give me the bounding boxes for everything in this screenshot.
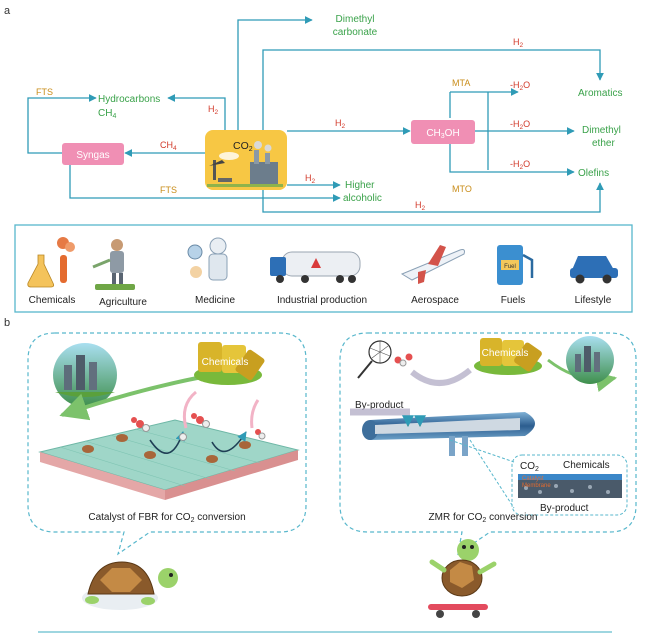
svg-text:H2: H2 (513, 37, 524, 49)
inset-chemicals-label: Chemicals (563, 460, 610, 471)
process-mto: MTO (452, 184, 472, 194)
methanol-node: CH3OH (411, 120, 475, 144)
product-dimethyl-carbonate-2: carbonate (333, 27, 378, 38)
process-mta: MTA (452, 78, 470, 88)
flow-network (27, 16, 604, 213)
flask-icon (27, 237, 75, 288)
product-higher-alcoholic-2: alcoholic (343, 193, 382, 204)
application-label-medicine: Medicine (195, 295, 235, 306)
inset-co2-label: CO2 (520, 461, 539, 473)
fuel-pump-icon: Fuel (497, 245, 534, 285)
svg-text:-H2O: -H2O (510, 159, 530, 171)
farmer-icon (92, 239, 135, 290)
inset-membrane-label: Membrane (522, 483, 551, 489)
panel-b-label: b (4, 317, 10, 329)
product-dimethyl-ether-2: ether (592, 138, 615, 149)
product-hydrocarbons: Hydrocarbons (98, 94, 160, 105)
svg-text:H2: H2 (415, 200, 426, 212)
svg-text:H2: H2 (208, 104, 219, 116)
application-label-aerospace: Aerospace (411, 295, 459, 306)
product-olefins: Olefins (578, 168, 609, 179)
airplane-icon (400, 245, 465, 284)
right-caption: ZMR for CO2 conversion (429, 512, 538, 524)
co2-plant-icon: CO2 (205, 130, 287, 190)
membrane-tube-icon (362, 412, 535, 456)
svg-text:-H2O: -H2O (510, 119, 530, 131)
application-label-lifestyle: Lifestyle (575, 295, 612, 306)
panel-a-label: a (4, 5, 11, 17)
svg-text:CH4: CH4 (160, 140, 177, 152)
left-speech-bubble (27, 332, 307, 556)
product-aromatics: Aromatics (578, 88, 622, 99)
right-globe-icon (566, 336, 614, 384)
svg-text:H2: H2 (335, 118, 346, 130)
globe-city-icon (53, 343, 117, 407)
catalyst-surface-icon (38, 390, 300, 500)
left-chemicals-label: Chemicals (202, 357, 249, 368)
tanker-truck-icon (270, 251, 361, 283)
inset-catalyst-label: Catalyst (522, 476, 544, 482)
right-chemicals-label: Chemicals (482, 348, 529, 359)
process-fts-bottom: FTS (160, 185, 177, 195)
turtle-icon (82, 561, 178, 610)
svg-text:Fuel: Fuel (504, 264, 516, 270)
svg-text:H2: H2 (305, 173, 316, 185)
application-label-chemicals: Chemicals (29, 295, 76, 306)
svg-text:CO2: CO2 (233, 140, 253, 153)
membrane-inset (449, 439, 628, 516)
svg-text:-H2O: -H2O (510, 80, 530, 92)
right-barrels-icon (474, 338, 542, 375)
left-caption: Catalyst of FBR for CO2 conversion (88, 512, 245, 524)
barrels-icon (194, 342, 265, 385)
process-fts-top: FTS (36, 87, 53, 97)
svg-text:Syngas: Syngas (76, 150, 109, 161)
car-icon (570, 256, 618, 284)
net-icon (357, 340, 413, 379)
inset-by-product-label: By-product (540, 503, 589, 514)
application-label-agriculture: Agriculture (99, 297, 147, 308)
application-labels: Chemicals Agriculture Medicine Industrial p… (29, 295, 612, 308)
doctor-icon (187, 237, 228, 281)
product-dimethyl-ether-1: Dimethyl (582, 125, 621, 136)
svg-text:CH3OH: CH3OH (426, 128, 459, 140)
skateboard-turtle-icon (428, 539, 497, 618)
product-ch4: CH4 (98, 108, 116, 120)
product-dimethyl-carbonate-1: Dimethyl (336, 14, 375, 25)
reagent-labels: H2 H2 CH4 H2 H2 H2 -H2O -H2O -H2O (160, 37, 530, 212)
syngas-node: Syngas (62, 143, 124, 165)
application-label-fuels: Fuels (501, 295, 525, 306)
application-label-industrial-production: Industrial production (277, 295, 367, 306)
right-by-product-label: By-product (355, 400, 404, 411)
product-higher-alcoholic-1: Higher (345, 180, 375, 191)
